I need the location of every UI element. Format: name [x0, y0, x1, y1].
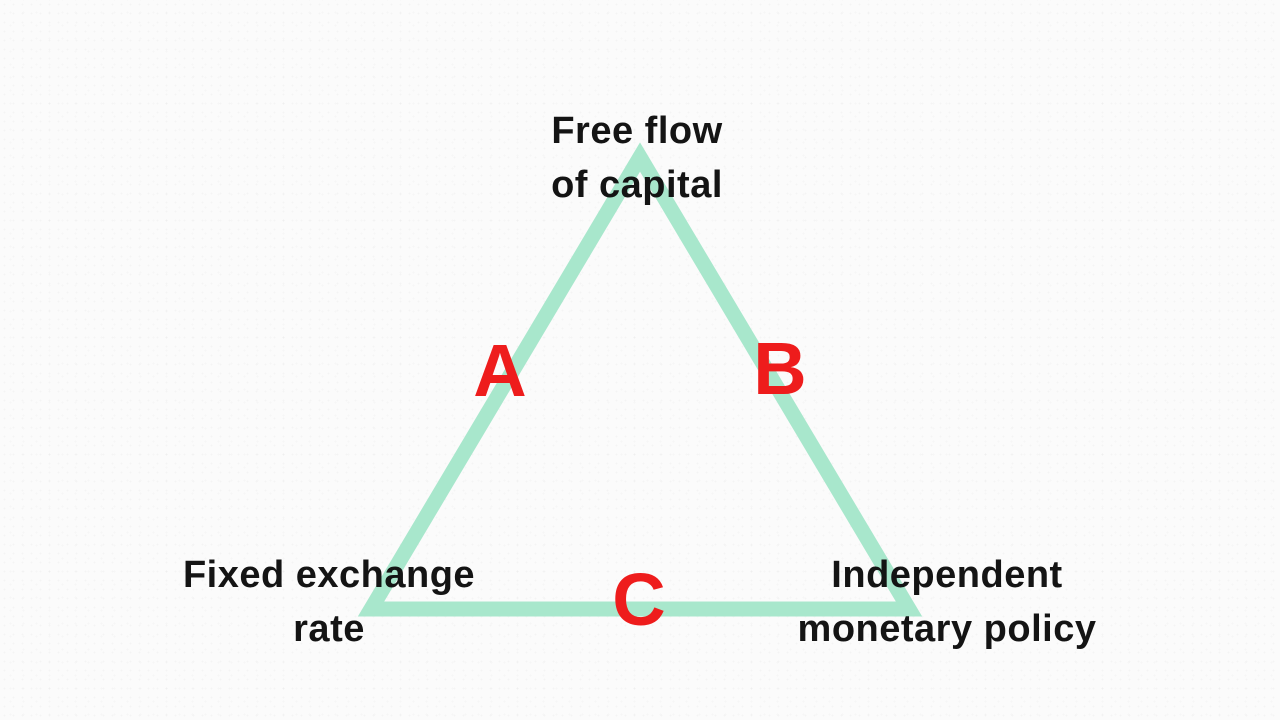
vertex-label-top-line2: of capital: [551, 164, 723, 206]
vertex-label-bottom-right-line1: Independent: [831, 554, 1063, 596]
vertex-label-top-line1: Free flow: [551, 110, 723, 152]
vertex-label-bottom-left-line1: Fixed exchange: [182, 554, 476, 596]
edge-label-b: B: [753, 327, 807, 410]
edge-label-c: C: [612, 558, 666, 641]
vertex-label-top: Free flow of capital: [551, 104, 723, 212]
triangle-outline: [357, 142, 923, 617]
vertex-label-bottom-right: Independent monetary policy: [798, 548, 1097, 656]
vertex-label-bottom-right-line2: monetary policy: [797, 608, 1097, 650]
vertex-label-bottom-left-line2: rate: [293, 608, 365, 650]
edge-label-a: A: [473, 329, 527, 412]
vertex-label-bottom-left: Fixed exchange rate: [183, 548, 475, 656]
